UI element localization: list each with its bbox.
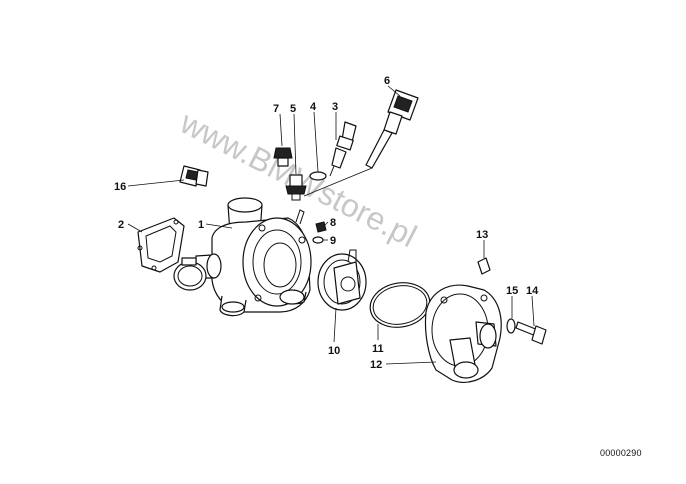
- callout-16: 16: [114, 181, 126, 193]
- temperature-sensor-6: [365, 89, 419, 169]
- housing-gasket: [137, 217, 185, 273]
- temperature-sender-3: [329, 121, 357, 177]
- callout-10: 10: [328, 345, 340, 357]
- callout-14: 14: [526, 285, 539, 297]
- callout-3: 3: [332, 101, 338, 113]
- temperature-switch-16: [179, 165, 209, 187]
- screw-plug-7: [273, 147, 293, 167]
- thermostat-10: [317, 249, 367, 311]
- callout-1: 1: [198, 219, 204, 231]
- callout-6: 6: [384, 75, 390, 87]
- callout-8: 8: [330, 217, 336, 229]
- nut-8: [315, 221, 327, 233]
- diagram-code: 00000290: [600, 448, 642, 458]
- callout-9: 9: [330, 235, 336, 247]
- thermostat-housing: [195, 197, 312, 317]
- washer-15: [506, 318, 516, 334]
- bolt-14: [515, 321, 547, 345]
- callout-13: 13: [476, 229, 488, 241]
- o-ring-11: [369, 282, 431, 328]
- thermostat-cover-12: [424, 284, 502, 383]
- callout-15: 15: [506, 285, 518, 297]
- hose-clamp: [173, 257, 207, 291]
- callout-7: 7: [273, 103, 279, 115]
- seal-ring-4: [309, 171, 327, 181]
- callout-4: 4: [310, 101, 317, 113]
- callout-11: 11: [372, 343, 384, 355]
- callout-labels: 1 2 3 4 5 6 7 8 9 10 11 12 13 14 15 16: [114, 75, 539, 371]
- callout-2: 2: [118, 219, 124, 231]
- bleed-screw-13: [477, 257, 491, 275]
- temperature-switch-5: [285, 174, 307, 201]
- callout-5: 5: [290, 103, 296, 115]
- leader-lines: [127, 85, 535, 365]
- washer-9: [312, 236, 324, 244]
- callout-12: 12: [370, 359, 382, 371]
